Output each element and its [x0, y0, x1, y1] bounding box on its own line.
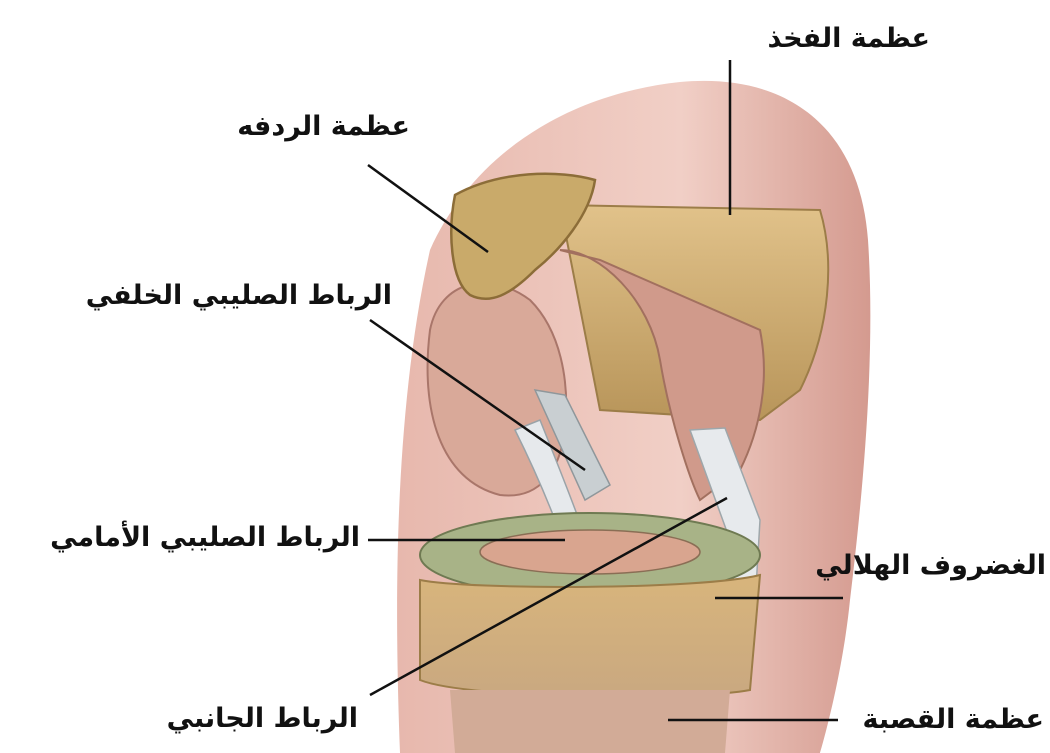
tibia-shaft: [450, 690, 730, 753]
meniscus-inner: [480, 530, 700, 574]
label-patella: عظمة الردفه: [237, 113, 410, 140]
tibia-bone: [420, 575, 760, 697]
label-tibia: عظمة القصبة: [863, 706, 1044, 733]
label-collateral: الرباط الجانبي: [167, 705, 358, 732]
label-anterior-cruciate: الرباط الصليبي الأمامي: [50, 524, 360, 551]
label-femur: عظمة الفخذ: [767, 25, 930, 52]
label-meniscus: الغضروف الهلالي: [815, 552, 1046, 579]
label-posterior-cruciate: الرباط الصليبي الخلفي: [86, 282, 392, 309]
